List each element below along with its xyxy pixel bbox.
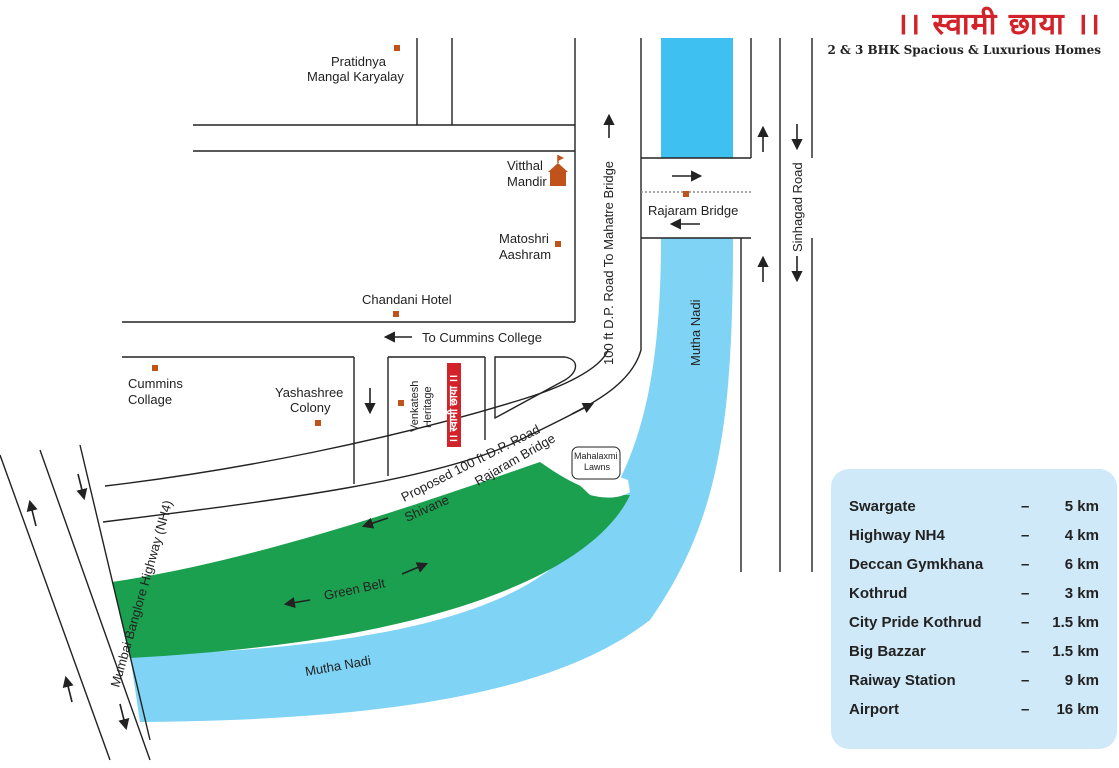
distance-value: 3 km — [1064, 585, 1099, 602]
label-vitthal-2: Mandir — [507, 174, 547, 189]
label-rajaram-bridge: Rajaram Bridge — [648, 203, 738, 218]
distance-row: Big Bazzar – 1.5 km — [831, 641, 1117, 665]
distance-row: Raiway Station – 9 km — [831, 670, 1117, 694]
distance-place: City Pride Kothrud — [849, 614, 982, 631]
distance-dash: – — [1021, 672, 1030, 689]
distance-value: 1.5 km — [1052, 643, 1099, 660]
label-chandani: Chandani Hotel — [362, 292, 452, 307]
distance-row: Deccan Gymkhana – 6 km — [831, 554, 1117, 578]
mutha-nadi-river-north — [661, 38, 733, 158]
marker-yashashree — [315, 420, 321, 426]
distance-row: Swargate – 5 km — [831, 496, 1117, 520]
mahalaxmi-lawns-box — [571, 446, 621, 480]
label-venkatesh-1: Venkatesh — [409, 381, 421, 432]
label-venkatesh-2: Heritage — [422, 386, 434, 428]
distance-place: Deccan Gymkhana — [849, 556, 984, 573]
street-grid — [0, 38, 813, 761]
label-mahalaxmi-2: Lawns — [584, 462, 611, 472]
distance-dash: – — [1021, 556, 1030, 573]
label-pratidnya-1: Pratidnya — [331, 54, 387, 69]
label-matoshri-2: Aashram — [499, 247, 551, 262]
label-pratidnya-2: Mangal Karyalay — [307, 69, 404, 84]
label-mahalaxmi-1: Mahalaxmi — [574, 451, 618, 461]
temple-icon — [548, 155, 568, 186]
label-vitthal-1: Vitthal — [507, 158, 543, 173]
distance-place: Raiway Station — [849, 672, 956, 689]
marker-pratidnya — [394, 45, 400, 51]
distance-value: 1.5 km — [1052, 614, 1099, 631]
direction-arrows — [26, 113, 803, 731]
label-to-cummins: To Cummins College — [422, 330, 542, 345]
brand-title: ।। स्वामी छाया ।। — [896, 7, 1101, 42]
label-sinhagad: Sinhagad Road — [790, 162, 805, 252]
distance-row: Airport – 16 km — [831, 699, 1117, 723]
mahalaxmi-lawns-area — [540, 462, 630, 498]
marker-chandani — [393, 311, 399, 317]
label-cummins-1: Cummins — [128, 376, 183, 391]
distance-dash: – — [1021, 585, 1030, 602]
label-matoshri-1: Matoshri — [499, 231, 549, 246]
distance-dash: – — [1021, 701, 1030, 718]
green-belt — [112, 462, 630, 658]
distance-value: 16 km — [1056, 701, 1099, 718]
landmark-labels: Pratidnya Mangal Karyalay Vitthal Mandir… — [128, 54, 738, 472]
label-cummins-2: Collage — [128, 392, 172, 407]
site-label: ।। स्वामी छाया ।। — [446, 375, 460, 443]
distance-place: Big Bazzar — [849, 643, 926, 660]
brand-tagline: 2 & 3 BHK Spacious & Luxurious Homes — [827, 43, 1101, 57]
marker-matoshri — [555, 241, 561, 247]
distance-place: Highway NH4 — [849, 527, 945, 544]
distance-place: Airport — [849, 701, 899, 718]
distance-dash: – — [1021, 498, 1030, 515]
distance-value: 9 km — [1064, 672, 1099, 689]
label-mutha-nadi-north: Mutha Nadi — [688, 299, 703, 366]
label-yashashree-2: Colony — [290, 400, 331, 415]
distance-value: 5 km — [1064, 498, 1099, 515]
distance-row: Kothrud – 3 km — [831, 583, 1117, 607]
marker-rajaram-bridge — [683, 191, 689, 197]
marker-venkatesh — [398, 400, 404, 406]
distance-dash: – — [1021, 527, 1030, 544]
site-marker: ।। स्वामी छाया ।। — [446, 363, 461, 447]
distance-value: 4 km — [1064, 527, 1099, 544]
distance-dash: – — [1021, 614, 1030, 631]
label-yashashree-1: Yashashree — [275, 385, 343, 400]
distance-row: City Pride Kothrud – 1.5 km — [831, 612, 1117, 636]
distance-place: Swargate — [849, 498, 916, 515]
distance-place: Kothrud — [849, 585, 908, 602]
label-dp-road: 100 ft D.P. Road To Mahatre Bridge — [601, 161, 616, 365]
marker-cummins — [152, 365, 158, 371]
mutha-nadi-river — [130, 238, 733, 722]
landmark-markers — [152, 45, 689, 426]
distance-row: Highway NH4 – 4 km — [831, 525, 1117, 549]
distance-panel: Swargate – 5 km Highway NH4 – 4 km Decca… — [831, 469, 1117, 749]
distance-dash: – — [1021, 643, 1030, 660]
distance-value: 6 km — [1064, 556, 1099, 573]
